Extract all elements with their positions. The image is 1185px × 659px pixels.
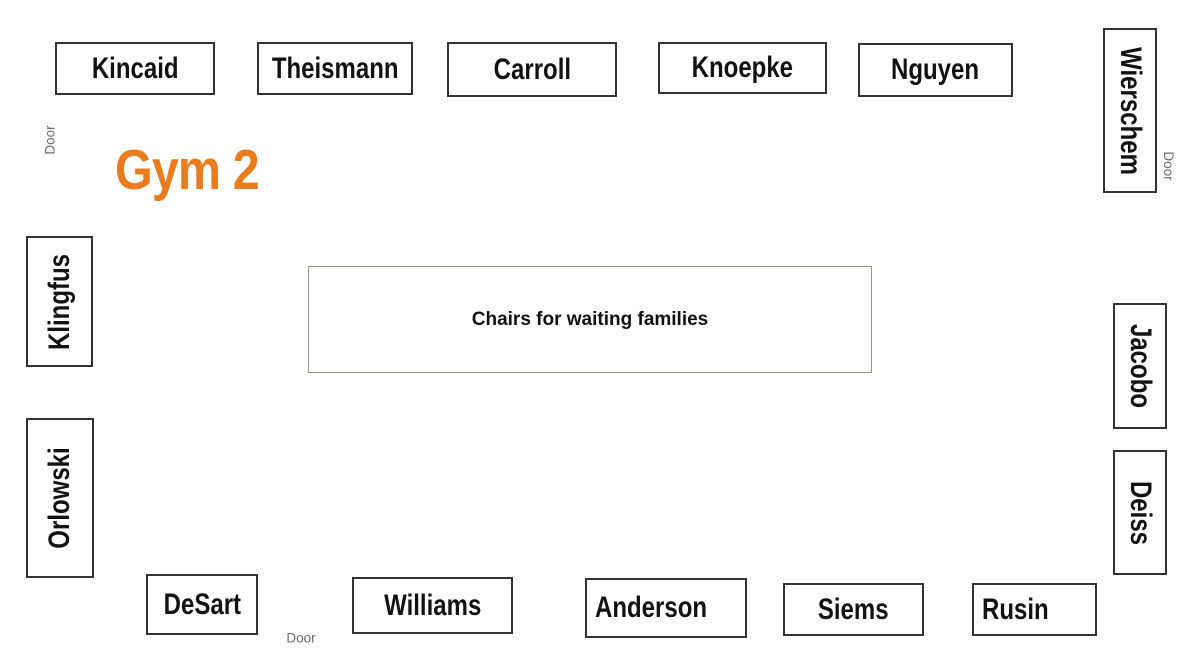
- door-label-bottom: Door: [286, 630, 316, 646]
- table-jacobo: Jacobo: [1113, 303, 1167, 429]
- table-anderson: Anderson: [585, 578, 747, 638]
- table-klingfus: Klingfus: [26, 236, 93, 367]
- table-anderson-label: Anderson: [595, 591, 708, 624]
- table-orlowski-label: Orlowski: [43, 447, 76, 549]
- table-jacobo-label: Jacobo: [1124, 323, 1157, 409]
- table-carroll-label: Carroll: [493, 52, 571, 86]
- table-siems: Siems: [783, 583, 924, 636]
- table-theismann: Theismann: [257, 42, 413, 95]
- door-label-right: Door: [1160, 151, 1176, 181]
- table-desart-label: DeSart: [163, 587, 241, 621]
- table-siems-label: Siems: [818, 592, 889, 626]
- waiting-area-label: Chairs for waiting families: [471, 308, 709, 330]
- table-carroll: Carroll: [447, 42, 617, 97]
- table-wierschem-label: Wierschem: [1114, 46, 1147, 175]
- table-kincaid-label: Kincaid: [91, 51, 179, 85]
- table-desart: DeSart: [146, 574, 258, 635]
- table-williams: Williams: [352, 577, 513, 634]
- table-knoepke-label: Knoepke: [691, 51, 794, 84]
- table-nguyen: Nguyen: [858, 43, 1013, 97]
- table-rusin-label: Rusin: [982, 592, 1049, 626]
- table-knoepke: Knoepke: [658, 42, 827, 94]
- table-orlowski: Orlowski: [26, 418, 94, 578]
- table-theismann-label: Theismann: [271, 51, 399, 85]
- table-williams-label: Williams: [383, 588, 482, 622]
- table-deiss: Deiss: [1113, 450, 1167, 575]
- table-deiss-label: Deiss: [1124, 480, 1157, 545]
- table-nguyen-label: Nguyen: [891, 53, 980, 86]
- waiting-area-box: Chairs for waiting families: [308, 266, 872, 373]
- door-label-left: Door: [42, 125, 58, 155]
- table-rusin: Rusin: [972, 583, 1097, 636]
- page-title: Gym 2: [115, 138, 260, 202]
- table-wierschem: Wierschem: [1103, 28, 1157, 193]
- table-kincaid: Kincaid: [55, 42, 215, 95]
- table-klingfus-label: Klingfus: [42, 253, 76, 350]
